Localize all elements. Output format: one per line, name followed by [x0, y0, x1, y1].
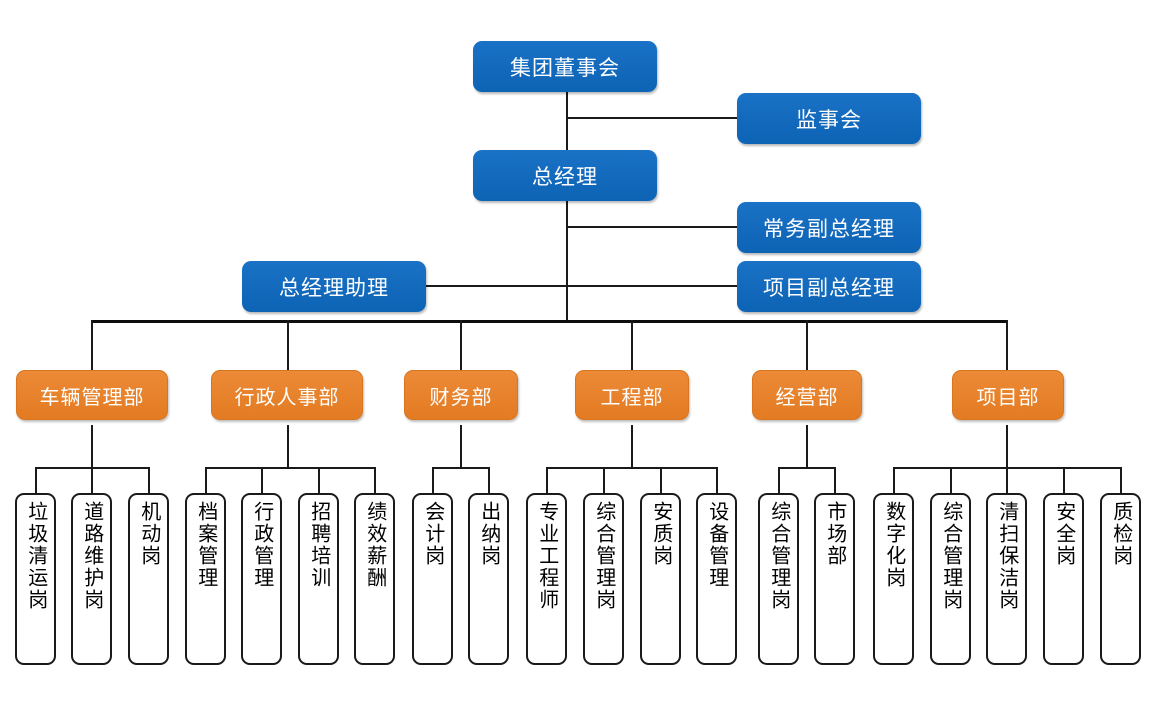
- node-position-project-3[interactable]: 清扫保洁岗: [986, 493, 1027, 665]
- line-vehicle-leg-3: [148, 467, 150, 493]
- line-finance-bus: [432, 467, 489, 469]
- position-label: 综合管理岗: [939, 501, 962, 611]
- line-adminhr-leg-2: [261, 467, 263, 493]
- line-adminhr-leg-1: [205, 467, 207, 493]
- position-label: 安全岗: [1052, 501, 1075, 567]
- line-vehicle-leg-2: [91, 467, 93, 493]
- node-position-engineering-1[interactable]: 专业工程师: [526, 493, 567, 665]
- line-operations-leg-2: [834, 467, 836, 493]
- line-finance-leg-1: [432, 467, 434, 493]
- line-engineering-leg-4: [716, 467, 718, 493]
- line-adminhr-leg-3: [318, 467, 320, 493]
- line-project-leg-5: [1120, 467, 1122, 493]
- line-project-stem: [1006, 425, 1008, 468]
- position-label: 市场部: [823, 501, 846, 567]
- line-vehicle-leg-1: [35, 467, 37, 493]
- node-position-adminhr-2[interactable]: 行政管理: [241, 493, 282, 665]
- node-dept-finance[interactable]: 财务部: [404, 370, 518, 420]
- position-label: 清扫保洁岗: [995, 501, 1018, 611]
- department-bus-line: [91, 320, 1007, 323]
- node-dept-vehicle[interactable]: 车辆管理部: [16, 370, 168, 420]
- position-label: 档案管理: [194, 501, 217, 589]
- position-label: 机动岗: [137, 501, 160, 567]
- node-position-adminhr-3[interactable]: 招聘培训: [298, 493, 339, 665]
- line-bus-to-admin-hr: [287, 320, 289, 370]
- node-dept-engineering[interactable]: 工程部: [575, 370, 689, 420]
- node-position-engineering-3[interactable]: 安质岗: [640, 493, 681, 665]
- node-position-vehicle-3[interactable]: 机动岗: [128, 493, 169, 665]
- line-finance-leg-2: [488, 467, 490, 493]
- position-label: 垃圾清运岗: [24, 501, 47, 611]
- position-label: 安质岗: [649, 501, 672, 567]
- line-adminhr-stem: [287, 425, 289, 468]
- line-project-leg-3: [1006, 467, 1008, 493]
- node-position-project-1[interactable]: 数字化岗: [873, 493, 914, 665]
- line-board-to-gm: [566, 91, 568, 150]
- position-label: 招聘培训: [307, 501, 330, 589]
- position-label: 质检岗: [1109, 501, 1132, 567]
- line-vehicle-stem: [91, 425, 93, 468]
- line-bus-to-project: [1006, 320, 1008, 370]
- line-adminhr-leg-4: [374, 467, 376, 493]
- node-position-project-2[interactable]: 综合管理岗: [930, 493, 971, 665]
- line-operations-leg-1: [778, 467, 780, 493]
- line-operations-stem: [806, 425, 808, 468]
- line-engineering-leg-1: [546, 467, 548, 493]
- line-project-leg-2: [950, 467, 952, 493]
- node-board[interactable]: 集团董事会: [473, 41, 657, 92]
- position-label: 出纳岗: [477, 501, 500, 567]
- line-gm-to-assistant: [425, 285, 567, 287]
- node-position-adminhr-1[interactable]: 档案管理: [185, 493, 226, 665]
- node-position-project-5[interactable]: 质检岗: [1100, 493, 1141, 665]
- line-operations-bus: [778, 467, 835, 469]
- position-label: 综合管理岗: [592, 501, 615, 611]
- node-position-project-4[interactable]: 安全岗: [1043, 493, 1084, 665]
- line-engineering-bus: [546, 467, 717, 469]
- position-label: 会计岗: [421, 501, 444, 567]
- line-bus-to-operations: [806, 320, 808, 370]
- line-board-to-supervisory: [566, 117, 738, 119]
- line-bus-to-vehicle: [91, 320, 93, 370]
- node-supervisory-board[interactable]: 监事会: [737, 93, 921, 144]
- node-position-adminhr-4[interactable]: 绩效薪酬: [354, 493, 395, 665]
- position-label: 行政管理: [250, 501, 273, 589]
- line-project-leg-1: [893, 467, 895, 493]
- line-engineering-stem: [631, 425, 633, 468]
- line-engineering-leg-2: [603, 467, 605, 493]
- node-dept-project[interactable]: 项目部: [952, 370, 1064, 420]
- node-position-operations-1[interactable]: 综合管理岗: [758, 493, 799, 665]
- line-gm-to-exec-deputy: [566, 226, 738, 228]
- line-finance-stem: [460, 425, 462, 468]
- position-label: 专业工程师: [535, 501, 558, 611]
- node-position-engineering-4[interactable]: 设备管理: [696, 493, 737, 665]
- node-position-vehicle-2[interactable]: 道路维护岗: [71, 493, 112, 665]
- node-gm-assistant[interactable]: 总经理助理: [242, 261, 426, 312]
- position-label: 设备管理: [705, 501, 728, 589]
- node-position-vehicle-1[interactable]: 垃圾清运岗: [15, 493, 56, 665]
- node-position-finance-2[interactable]: 出纳岗: [468, 493, 509, 665]
- line-gm-to-project-deputy: [566, 285, 738, 287]
- line-project-leg-4: [1063, 467, 1065, 493]
- node-position-finance-1[interactable]: 会计岗: [412, 493, 453, 665]
- line-engineering-leg-3: [660, 467, 662, 493]
- node-general-manager[interactable]: 总经理: [473, 150, 657, 201]
- line-gm-down: [566, 200, 568, 322]
- node-position-operations-2[interactable]: 市场部: [814, 493, 855, 665]
- node-dept-admin-hr[interactable]: 行政人事部: [211, 370, 363, 420]
- node-dept-operations[interactable]: 经营部: [752, 370, 862, 420]
- line-adminhr-bus: [205, 467, 375, 469]
- node-position-engineering-2[interactable]: 综合管理岗: [583, 493, 624, 665]
- node-executive-deputy-gm[interactable]: 常务副总经理: [737, 202, 921, 253]
- position-label: 综合管理岗: [767, 501, 790, 611]
- position-label: 道路维护岗: [80, 501, 103, 611]
- line-bus-to-finance: [460, 320, 462, 370]
- line-bus-to-engineering: [631, 320, 633, 370]
- node-project-deputy-gm[interactable]: 项目副总经理: [737, 261, 921, 312]
- position-label: 绩效薪酬: [363, 501, 386, 589]
- position-label: 数字化岗: [882, 501, 905, 589]
